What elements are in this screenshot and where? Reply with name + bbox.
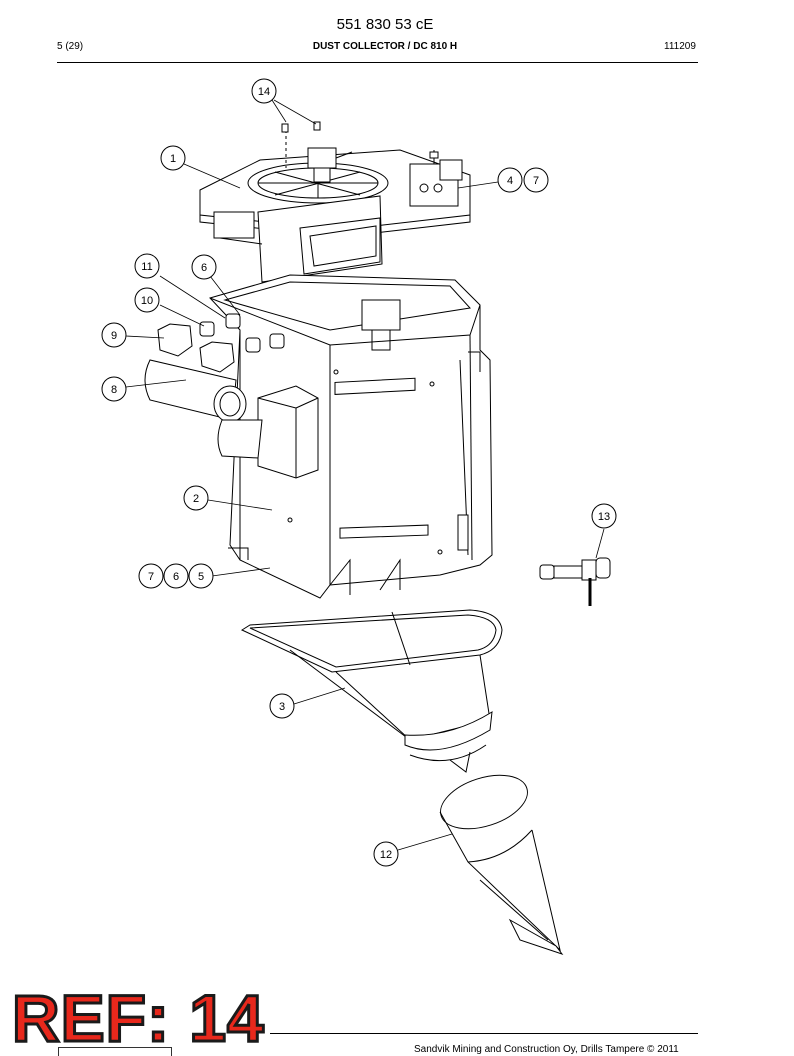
document-title: DUST COLLECTOR / DC 810 H bbox=[312, 41, 458, 52]
callout-13: 13 bbox=[591, 503, 617, 529]
callout-balloons: 14 1 4 7 11 6 10 9 8 2 13 7 6 5 3 12 bbox=[101, 78, 617, 867]
page-number: 5 (29) bbox=[57, 41, 84, 52]
reference-stamp: REF: 14 bbox=[11, 981, 266, 1055]
callout-label: 11 bbox=[141, 261, 152, 273]
valve-and-pipe bbox=[144, 323, 263, 459]
callout-6-bottom: 6 bbox=[163, 563, 189, 589]
callout-10: 10 bbox=[134, 287, 160, 313]
callout-label: 8 bbox=[111, 384, 117, 396]
hose-fitting bbox=[539, 557, 611, 606]
callout-label: 12 bbox=[380, 849, 392, 861]
callout-8: 8 bbox=[101, 376, 127, 402]
header-rule bbox=[57, 62, 698, 63]
footer-copyright: Sandvik Mining and Construction Oy, Dril… bbox=[414, 1044, 679, 1055]
callout-3: 3 bbox=[269, 693, 295, 719]
hopper bbox=[240, 609, 503, 773]
callout-14: 14 bbox=[251, 78, 277, 104]
fan-plate-assembly bbox=[199, 121, 471, 283]
callout-label: 5 bbox=[198, 571, 204, 583]
callout-label: 10 bbox=[141, 295, 153, 307]
callout-label: 6 bbox=[201, 262, 207, 274]
callout-label: 9 bbox=[111, 330, 117, 342]
callout-4: 4 bbox=[497, 167, 523, 193]
callout-5: 5 bbox=[188, 563, 214, 589]
document-number: 551 830 53 cE bbox=[336, 16, 434, 33]
footer-rule bbox=[270, 1033, 698, 1034]
nozzle-cone bbox=[439, 774, 564, 955]
callout-9: 9 bbox=[101, 322, 127, 348]
callout-7-top: 7 bbox=[523, 167, 549, 193]
callout-label: 7 bbox=[148, 571, 154, 583]
leader-lines bbox=[125, 99, 605, 851]
callout-label: 2 bbox=[193, 493, 199, 505]
company-logo bbox=[58, 1047, 172, 1056]
callout-label: 7 bbox=[533, 175, 539, 187]
callout-7-bottom: 7 bbox=[138, 563, 164, 589]
callout-label: 4 bbox=[507, 175, 513, 187]
callout-label: 6 bbox=[173, 571, 179, 583]
callout-label: 13 bbox=[598, 511, 610, 523]
callout-6-top: 6 bbox=[191, 254, 217, 280]
callout-1: 1 bbox=[160, 145, 186, 171]
callout-11: 11 bbox=[134, 253, 160, 279]
callout-2: 2 bbox=[183, 485, 209, 511]
callout-label: 1 bbox=[170, 153, 176, 165]
callout-label: 3 bbox=[279, 701, 285, 713]
callout-12: 12 bbox=[373, 841, 399, 867]
document-date: 111209 bbox=[664, 41, 696, 52]
callout-label: 14 bbox=[258, 86, 270, 98]
